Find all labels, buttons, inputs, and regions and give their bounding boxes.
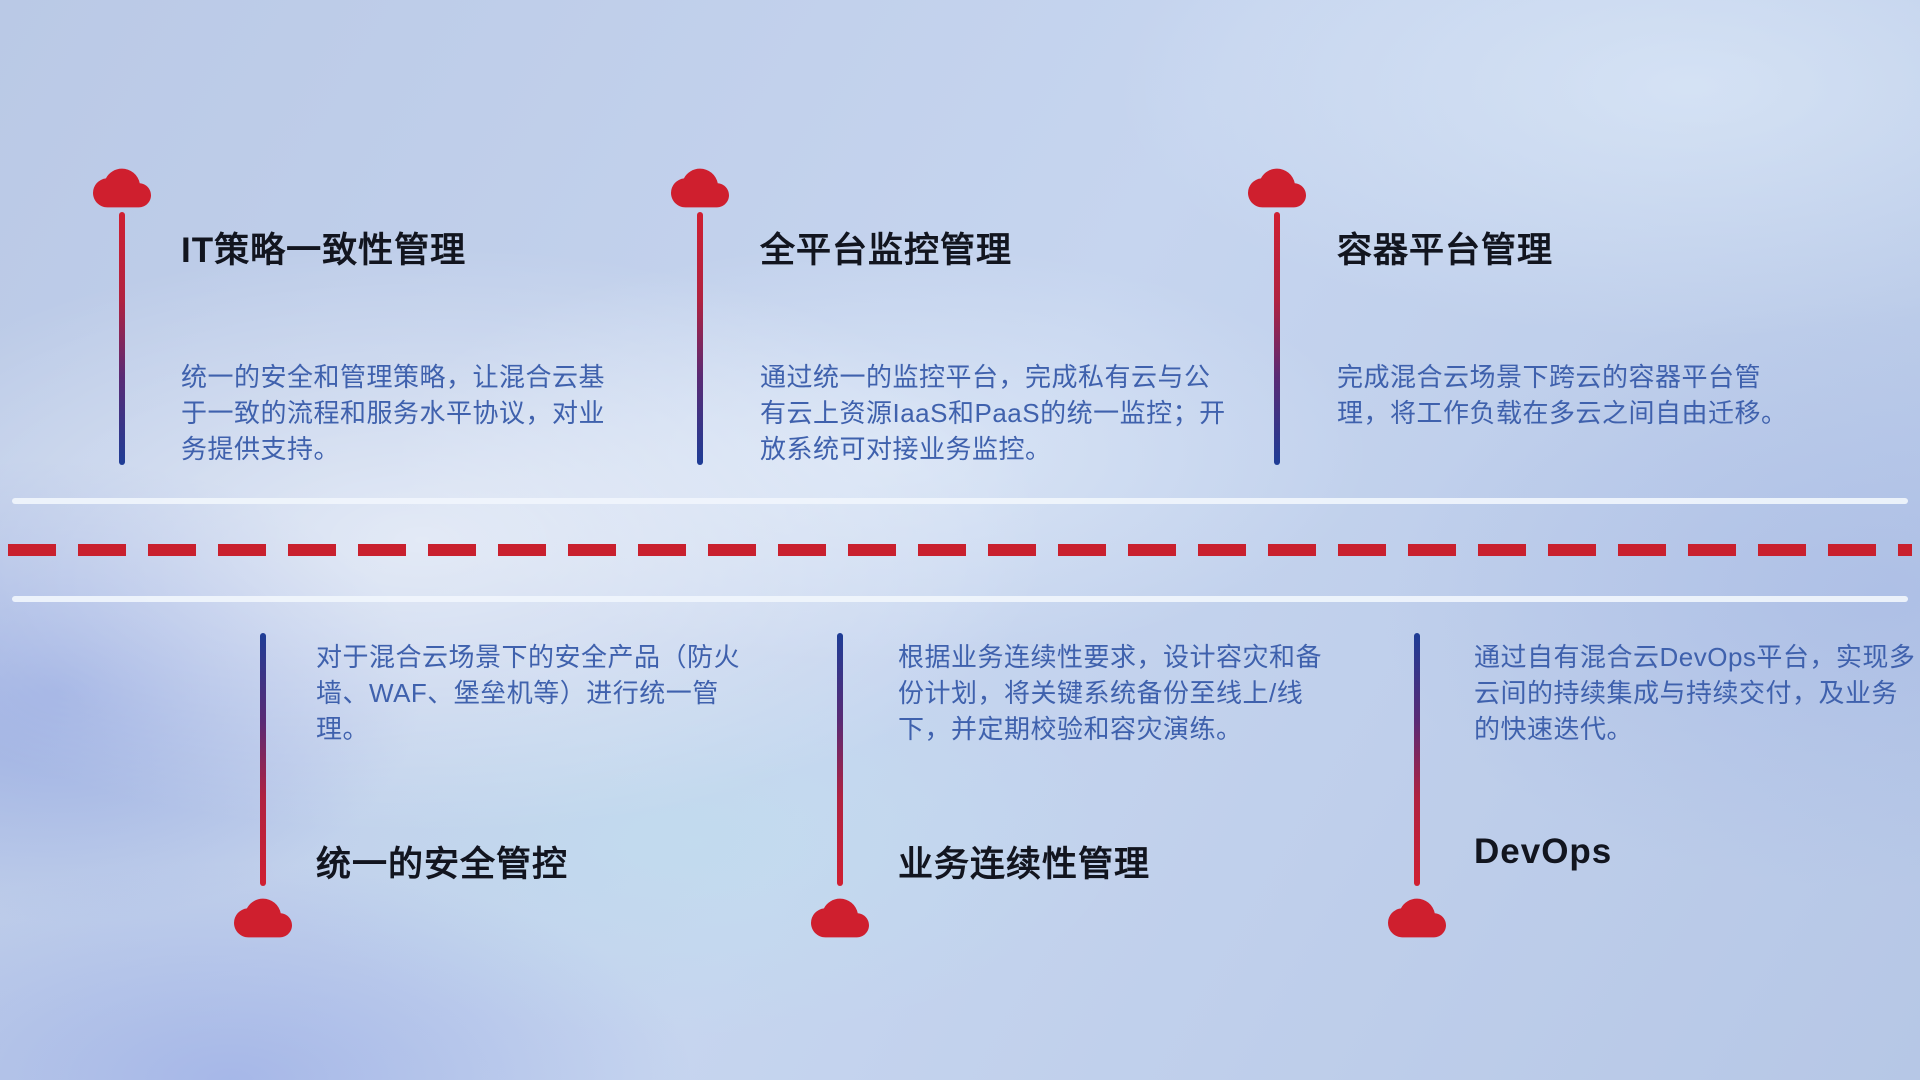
cloud-icon [234,898,292,938]
feature-desc: 对于混合云场景下的安全产品（防火墙、WAF、堡垒机等）进行统一管理。 [316,642,741,744]
feature-title: 全平台监控管理 [760,231,1013,270]
divider-dashed-line [8,544,1912,556]
divider-line-bottom [12,596,1908,602]
cloud-icon [93,168,151,208]
feature-title: 统一的安全管控 [316,845,569,884]
feature-desc: 通过统一的监控平台，完成私有云与公有云上资源IaaS和PaaS的统一监控；开放系… [760,362,1226,464]
connector-line [697,212,703,465]
cloud-icon [811,898,869,938]
cloud-icon [1248,168,1306,208]
connector-line [119,212,125,465]
feature-title: IT策略一致性管理 [181,231,467,270]
feature-title: DevOps [1474,832,1613,871]
feature-desc: 统一的安全和管理策略，让混合云基于一致的流程和服务水平协议，对业务提供支持。 [181,362,606,464]
connector-line [1274,212,1280,465]
feature-title: 业务连续性管理 [898,845,1151,884]
connector-line [260,633,266,886]
feature-desc: 完成混合云场景下跨云的容器平台管理，将工作负载在多云之间自由迁移。 [1337,362,1788,428]
divider-line-top [12,498,1908,504]
connector-line [837,633,843,886]
cloud-icon [671,168,729,208]
cloud-icon [1388,898,1446,938]
feature-title: 容器平台管理 [1337,231,1554,270]
feature-desc: 通过自有混合云DevOps平台，实现多云间的持续集成与持续交付，及业务的快速迭代… [1474,642,1916,744]
connector-line [1414,633,1420,886]
feature-desc: 根据业务连续性要求，设计容灾和备份计划，将关键系统备份至线上/线下，并定期校验和… [898,642,1323,744]
